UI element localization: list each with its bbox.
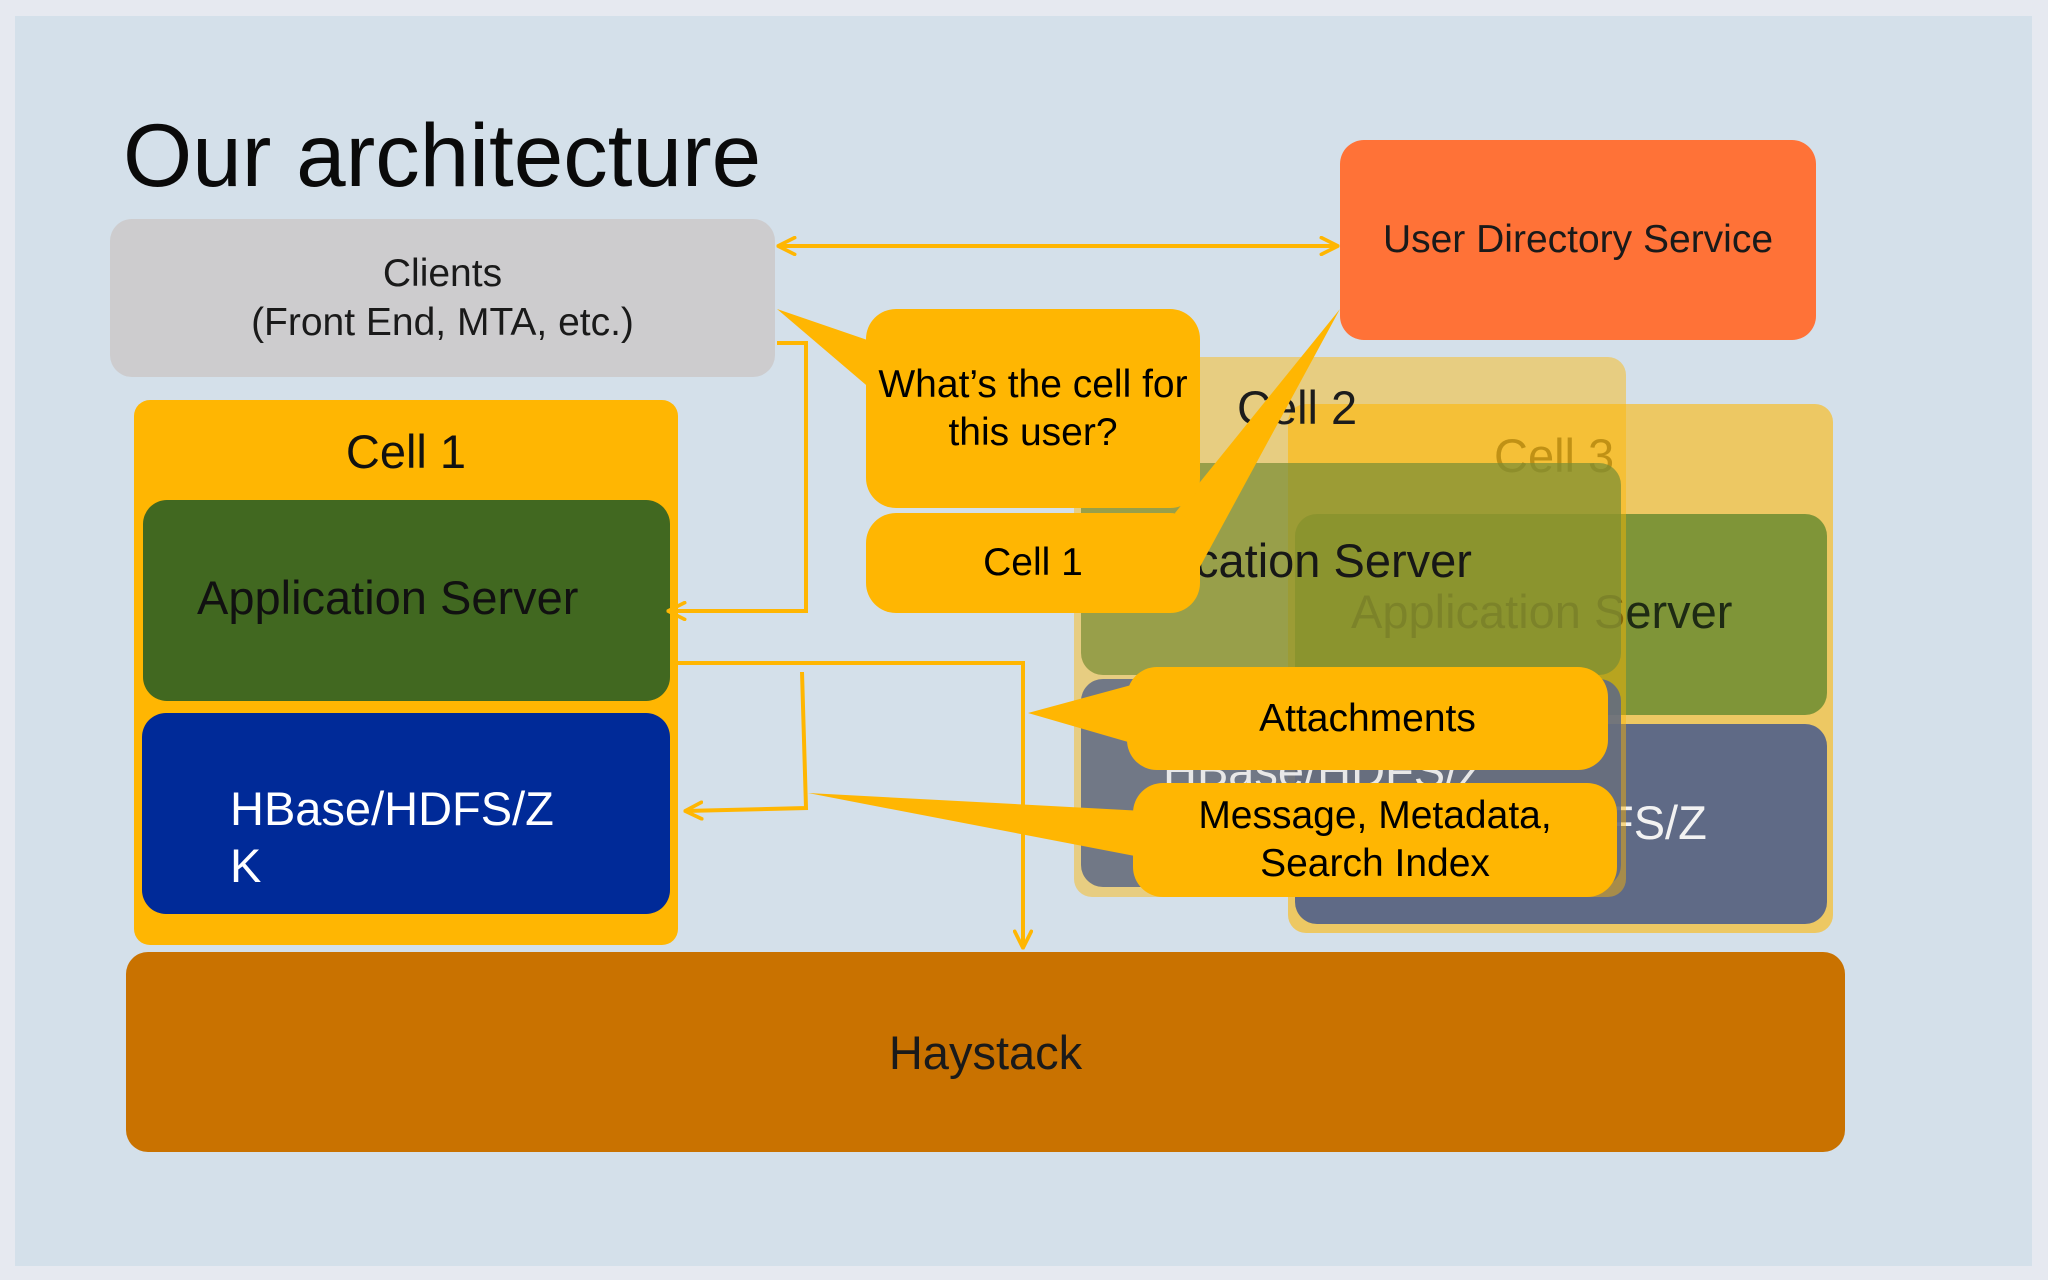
attachments-callout: Attachments [1127, 667, 1608, 770]
cell-1-storage [142, 713, 670, 914]
cell-lookup-callout-line-1: What’s the cell for [878, 362, 1188, 406]
app-server-to-haystack-arrow [678, 661, 1023, 948]
app-server-to-storage-arrow [685, 671, 809, 811]
connectors [15, 16, 1340, 1266]
message-callout-line-2: Search Index [1260, 842, 1490, 885]
cell-3-storage-label: FS/Z [1605, 796, 1707, 849]
message-callout: Message, Metadata, Search Index [1133, 783, 1617, 897]
cell-answer-callout-label: Cell 1 [983, 541, 1083, 584]
message-callout-tail [808, 793, 1145, 858]
cell-1-storage-line-2: K [230, 839, 262, 892]
cell-1-storage-label: HBase/HDFS/Z K [230, 780, 650, 894]
attachments-callout-tail [1028, 684, 1135, 744]
clients-to-app-server-arrow [668, 341, 808, 611]
answer-callout-tail [1175, 309, 1340, 576]
slide: Our architecture Clients (Front End, MTA… [15, 16, 2032, 1266]
clients-label: Clients [382, 252, 503, 295]
slide-title: Our architecture [123, 105, 762, 205]
cell-1-storage-line-1: HBase/HDFS/Z [230, 782, 554, 835]
cell-answer-callout: Cell 1 [866, 513, 1200, 613]
attachments-callout-label: Attachments [1259, 696, 1476, 740]
haystack-box: Haystack [126, 952, 1845, 1152]
cell-1-app-server-label: Application Server [197, 571, 579, 624]
question-callout-tail [777, 309, 879, 396]
cell-1-app-server [143, 500, 670, 701]
cell-lookup-callout: What’s the cell for this user? [866, 309, 1200, 508]
user-directory-service-box: User Directory Service [1340, 140, 1816, 340]
clients-sublabel: (Front End, MTA, etc.) [251, 301, 634, 344]
cell-lookup-callout-line-2: this user? [948, 410, 1118, 454]
cell-1-label: Cell 1 [345, 425, 467, 478]
haystack-label: Haystack [888, 1025, 1083, 1079]
message-callout-line-1: Message, Metadata, [1198, 794, 1552, 837]
user-directory-service-label: User Directory Service [1382, 218, 1774, 261]
clients-box: Clients (Front End, MTA, etc.) [110, 219, 775, 377]
